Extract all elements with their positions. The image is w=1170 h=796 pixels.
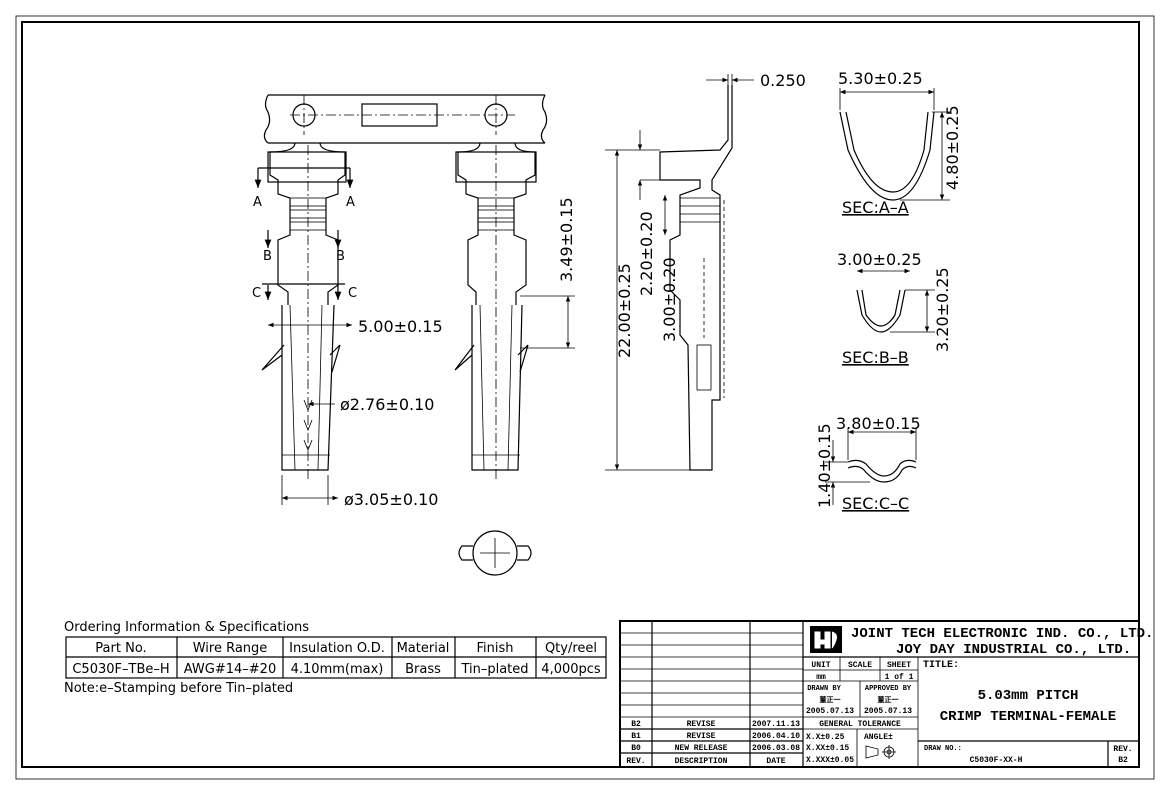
sec-c-height: 1.40±0.15 bbox=[815, 423, 834, 508]
col-qty: Qty/reel bbox=[545, 641, 597, 656]
cell-finish: Tin–plated bbox=[460, 662, 528, 677]
rev-0-code: B2 bbox=[631, 720, 641, 729]
approved-label: APPROVED BY bbox=[865, 685, 912, 693]
section-label-a-right: A bbox=[346, 195, 355, 210]
col-wire-range: Wire Range bbox=[193, 641, 268, 656]
rev-2-date: 2006.03.08 bbox=[752, 744, 800, 753]
rev-header-rev: REV. bbox=[626, 757, 645, 766]
projection-symbol-icon bbox=[865, 745, 896, 759]
rev-value: B2 bbox=[1118, 756, 1128, 765]
unit-label: UNIT bbox=[811, 661, 830, 670]
rev-0-desc: REVISE bbox=[687, 720, 716, 729]
sec-a-width: 5.30±0.25 bbox=[838, 69, 923, 88]
drawno-label: DRAW NO.: bbox=[924, 745, 962, 753]
section-b-b: 3.00±0.25 3.20±0.25 SEC:B–B bbox=[837, 250, 952, 367]
rev-1-code: B1 bbox=[631, 732, 641, 741]
rev-header-date: DATE bbox=[766, 757, 785, 766]
dim-crimp-length: 3.49±0.15 bbox=[557, 197, 576, 282]
dim-thickness: 0.250 bbox=[760, 71, 806, 90]
rev-2-desc: NEW RELEASE bbox=[675, 744, 728, 753]
cell-wire-range: AWG#14–#20 bbox=[184, 662, 276, 677]
dim-total-length: 22.00±0.25 bbox=[615, 263, 634, 358]
tol-1: X.X±0.25 bbox=[806, 733, 845, 742]
unit-value: mm bbox=[816, 673, 826, 682]
sec-b-width: 3.00±0.25 bbox=[837, 250, 922, 269]
drawn-label: DRAWN BY bbox=[807, 685, 841, 693]
tol-2: X.XX±0.15 bbox=[806, 744, 849, 753]
cell-part-no: C5030F–TBe–H bbox=[72, 662, 169, 677]
dim-inner-diameter: ø2.76±0.10 bbox=[340, 395, 434, 414]
section-c-c: 3.80±0.15 1.40±0.15 SEC:C–C bbox=[815, 414, 921, 513]
title-block: B2 REVISE 2007.11.13 B1 REVISE 2006.04.1… bbox=[619, 620, 1153, 768]
approved-name: 董正一 bbox=[878, 695, 899, 705]
tolerance-label: GENERAL TOLERANCE bbox=[819, 720, 901, 729]
ordering-note: Note:e–Stamping before Tin–plated bbox=[64, 681, 293, 696]
rev-2-code: B0 bbox=[631, 744, 641, 753]
dim-length-b: 3.00±0.20 bbox=[660, 257, 679, 342]
section-label-c-left: C bbox=[252, 286, 261, 301]
sec-a-title: SEC:A–A bbox=[842, 198, 909, 217]
section-label-a-left: A bbox=[253, 195, 262, 210]
sec-a-height: 4.80±0.25 bbox=[943, 105, 962, 190]
front-view-drawing: A A B B C C 5.00±0.15 ø2.76±0.10 ø3.05±0… bbox=[252, 94, 576, 576]
title-line-2: CRIMP TERMINAL-FEMALE bbox=[940, 709, 1116, 725]
drawno-value: C5030F-XX-H bbox=[970, 756, 1023, 765]
sec-b-height: 3.20±0.25 bbox=[933, 267, 952, 352]
title-label: TITLE: bbox=[923, 660, 959, 671]
company-name-2: JOY DAY INDUSTRIAL CO., LTD. bbox=[896, 642, 1131, 658]
company-name-1: JOINT TECH ELECTRONIC IND. CO., LTD. bbox=[851, 626, 1153, 642]
col-material: Material bbox=[397, 641, 450, 656]
approved-date: 2005.07.13 bbox=[864, 707, 912, 716]
drawn-name: 董正一 bbox=[820, 695, 841, 705]
outer-border bbox=[15, 15, 1155, 780]
section-label-b-left: B bbox=[263, 249, 272, 264]
side-view-drawing: 0.250 22.00±0.25 2.20±0.20 3.00±0.20 bbox=[605, 71, 806, 471]
dim-contact-width: 5.00±0.15 bbox=[358, 317, 443, 336]
sheet-value: 1 of 1 bbox=[885, 673, 914, 682]
sheet-label: SHEET bbox=[887, 661, 911, 670]
sec-c-title: SEC:C–C bbox=[842, 494, 909, 513]
cell-qty: 4,000pcs bbox=[541, 662, 601, 677]
rev-1-date: 2006.04.10 bbox=[752, 732, 800, 741]
col-part-no: Part No. bbox=[95, 641, 146, 656]
col-insulation: Insulation O.D. bbox=[289, 641, 385, 656]
scale-label: SCALE bbox=[848, 661, 872, 670]
ordering-heading: Ordering Information & Specifications bbox=[64, 620, 309, 635]
rev-0-date: 2007.11.13 bbox=[752, 720, 800, 729]
col-finish: Finish bbox=[476, 641, 513, 656]
title-line-1: 5.03mm PITCH bbox=[978, 688, 1079, 704]
rev-label: REV. bbox=[1113, 745, 1132, 754]
tol-3: X.XXX±0.05 bbox=[806, 756, 854, 765]
drawn-date: 2005.07.13 bbox=[806, 707, 854, 716]
inner-border bbox=[21, 21, 1140, 768]
sec-b-title: SEC:B–B bbox=[842, 348, 909, 367]
dim-outer-diameter: ø3.05±0.10 bbox=[344, 490, 438, 509]
section-label-c-right: C bbox=[348, 286, 357, 301]
sec-c-width: 3.80±0.15 bbox=[836, 414, 921, 433]
dim-length-a: 2.20±0.20 bbox=[637, 211, 656, 296]
rev-1-desc: REVISE bbox=[687, 732, 716, 741]
cell-material: Brass bbox=[405, 662, 441, 677]
rev-header-desc: DESCRIPTION bbox=[675, 757, 728, 766]
cell-insulation: 4.10mm(max) bbox=[291, 662, 384, 677]
section-label-b-right: B bbox=[336, 249, 345, 264]
ordering-table: Ordering Information & Specifications Pa… bbox=[64, 620, 607, 696]
section-a-a: 5.30±0.25 4.80±0.25 SEC:A–A bbox=[838, 69, 962, 217]
angle-label: ANGLE± bbox=[864, 733, 893, 742]
